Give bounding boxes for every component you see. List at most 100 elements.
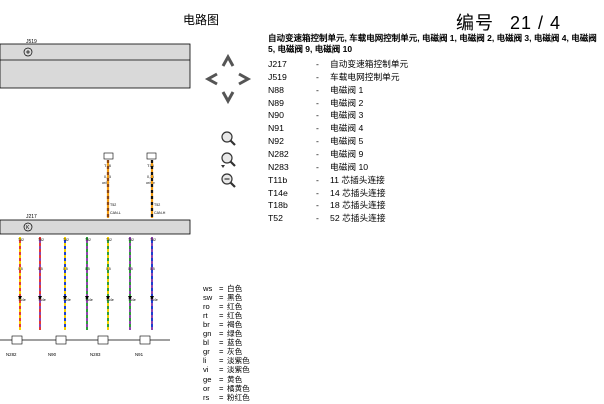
color-dash: = [219, 284, 224, 293]
component-label-2: N90 [48, 352, 57, 357]
pan-up-button[interactable] [219, 52, 237, 70]
circuit-diagram: J519 T18 T18 0,35 0,35 or/br or/sw T52 T… [0, 39, 191, 357]
legend-dash: - [316, 200, 319, 211]
wire-top-1-color: or/br [102, 181, 110, 185]
color-legend-item: li=淡紫色 [203, 355, 250, 366]
legend-dash: - [316, 213, 319, 224]
legend-item: N88-电磁阀 1 [268, 83, 363, 96]
color-code: ws [203, 284, 213, 293]
color-legend-item: br=褐色 [203, 319, 242, 330]
color-legend-item: ws =白色 [203, 283, 242, 294]
wire-top-2-gauge: 0,35 [147, 175, 154, 179]
component-label-4: N91 [135, 352, 144, 357]
svg-text:T52: T52 [38, 238, 44, 242]
legend-item: N91-电磁阀 4 [268, 121, 363, 134]
legend-text: 电磁阀 5 [330, 136, 364, 147]
svg-text:T52: T52 [106, 238, 112, 242]
legend-item: J217-自动变速箱控制单元 [268, 57, 408, 70]
zoom-in-button[interactable] [219, 130, 237, 148]
color-legend-item: ge =黄色 [203, 374, 242, 385]
color-dash: = [219, 365, 224, 375]
color-code: rt [203, 311, 208, 321]
color-name: 绿色 [227, 329, 243, 339]
color-code: li [203, 356, 207, 366]
legend-text: 车载电网控制单元 [330, 71, 400, 82]
legend-text: 52 芯插头连接 [330, 213, 386, 224]
legend-text: 自动变速箱控制单元 [330, 59, 409, 69]
color-dash: = [219, 320, 224, 330]
legend-code: J519 [268, 71, 287, 82]
zoom-out-button[interactable] [219, 151, 237, 169]
legend-code: T14e [268, 187, 288, 198]
color-dash: = [219, 347, 224, 357]
legend-code: T18b [268, 200, 288, 211]
svg-text:0,5: 0,5 [18, 267, 23, 271]
arrow-down-icon [221, 91, 235, 105]
svg-text:T14e: T14e [18, 298, 26, 302]
color-dash: = [219, 338, 224, 348]
svg-text:T52: T52 [18, 238, 24, 242]
color-code: rs [203, 392, 210, 402]
color-dash: = [219, 374, 224, 384]
page-number-value: 21 / 4 [510, 13, 562, 33]
color-name: 黑色 [227, 293, 243, 303]
legend-text: 电磁阀 4 [330, 123, 364, 134]
color-legend-item: rt=红色 [203, 310, 242, 321]
color-code: bl [203, 338, 209, 348]
color-name: 灰色 [227, 347, 243, 357]
color-legend-item: gn=绿色 [203, 328, 242, 339]
wire-top-2-color: or/sw [146, 181, 155, 185]
legend-text: 电磁阀 9 [330, 148, 364, 159]
color-name: 红色 [227, 311, 243, 321]
description-title: 自动变速箱控制单元, 车载电网控制单元, 电磁阀 1, 电磁阀 2, 电磁阀 3… [268, 33, 597, 54]
color-name: 淡紫色 [227, 365, 250, 375]
j217-control-unit [0, 219, 191, 235]
arrow-up-icon [221, 53, 235, 67]
legend-text: 18 芯插头连接 [330, 200, 386, 211]
pin-top-2: T52 [154, 203, 160, 207]
color-code: ro [203, 302, 210, 312]
j217-label: J217 [26, 214, 37, 220]
legend-item: J519 -车载电网控制单元 [268, 70, 400, 83]
zoom-reset-button[interactable] [219, 172, 237, 190]
legend-text: 11 芯插头连接 [330, 174, 385, 185]
legend-item: T52-52 芯插头连接 [268, 211, 386, 224]
pan-down-button[interactable] [219, 88, 237, 106]
pan-right-button[interactable] [235, 70, 253, 88]
legend-text: 14 芯插头连接 [330, 187, 386, 198]
svg-text:T14e: T14e [106, 298, 114, 302]
svg-text:0,5: 0,5 [63, 267, 68, 271]
arrow-left-icon [204, 72, 218, 86]
arrow-right-icon [238, 72, 252, 86]
legend-item: N282-电磁阀 9 [268, 147, 363, 160]
pan-left-button[interactable] [203, 70, 221, 88]
legend-dash: - [316, 97, 319, 108]
legend-text: 电磁阀 3 [330, 110, 364, 121]
zoom-in-icon [221, 131, 236, 146]
legend-item: N90-电磁阀 3 [268, 108, 363, 121]
color-name: 黄色 [227, 374, 243, 384]
legend-dash: - [316, 71, 319, 82]
color-code: vi [203, 365, 209, 375]
svg-text:T14e: T14e [150, 298, 158, 302]
color-code: gr [203, 347, 210, 357]
legend-code: J217 [268, 59, 287, 69]
color-legend-item: sw=黑色 [203, 292, 242, 303]
color-name: 白色 [227, 284, 243, 293]
j519-control-unit [0, 43, 191, 89]
color-legend-item: or=橘黄色 [203, 383, 250, 394]
svg-text:T52: T52 [63, 238, 69, 242]
j217-symbol [23, 222, 33, 232]
top-connector-2 [146, 152, 157, 160]
color-dash: = [219, 356, 224, 366]
zoom-reset-icon [221, 173, 236, 188]
page-number-label: 编号 [456, 13, 494, 33]
legend-code: N283 [268, 161, 289, 172]
color-code: or [203, 383, 210, 393]
color-dash: = [219, 329, 224, 339]
color-name: 红色 [227, 302, 243, 312]
color-code: ge [203, 374, 212, 384]
color-name: 橘黄色 [227, 383, 250, 393]
svg-text:T14e: T14e [63, 298, 71, 302]
color-legend-item: vi =淡紫色 [203, 364, 250, 375]
